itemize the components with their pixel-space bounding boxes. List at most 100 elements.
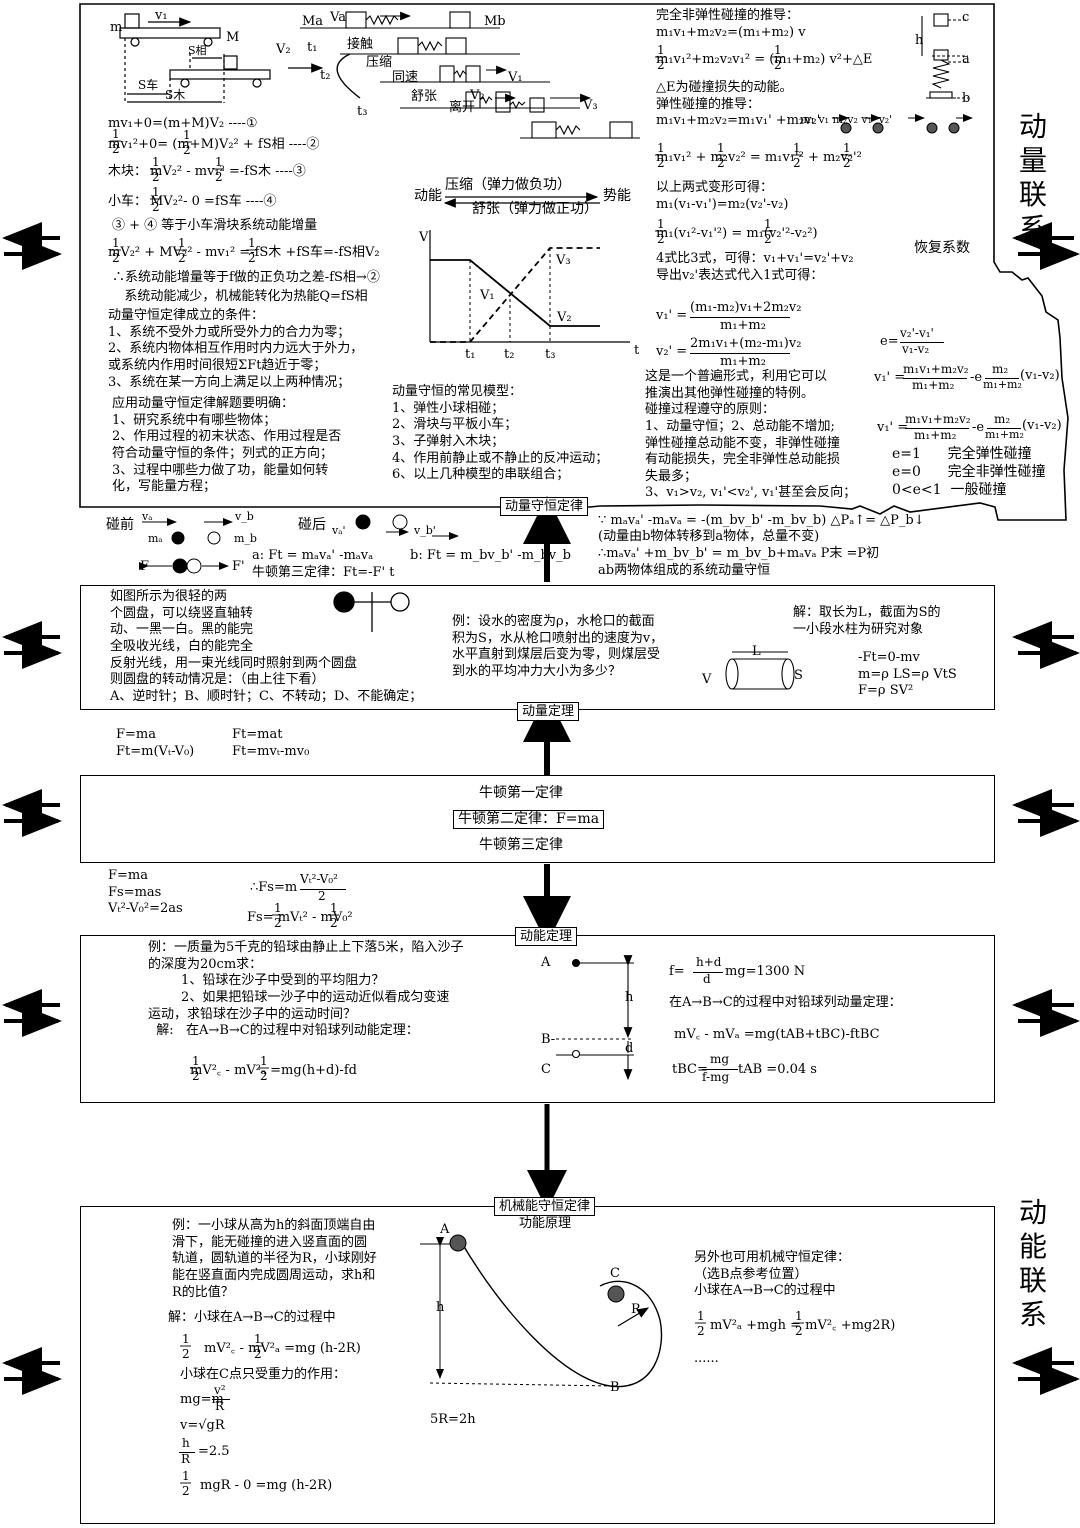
v1pe-den: m₁+m₂: [912, 378, 955, 392]
momentum-relation-4: ab两物体组成的系统动量守恒: [598, 563, 771, 578]
lower-eqs-b-den: 2: [318, 889, 326, 903]
svg-text:1: 1: [248, 236, 256, 250]
shot-C: C: [541, 1062, 551, 1077]
graph-t3: t₃: [545, 347, 556, 362]
ball-eq1: mV²꜀ - mV²ₐ =mg (h-2R): [204, 1341, 361, 1356]
shot-h: h: [625, 990, 634, 1005]
shot-t-num: mg: [710, 1052, 730, 1066]
shot-t-label: tBC=: [672, 1062, 708, 1077]
lower-eqs-c: Fs= mVₜ² - mV₀²: [247, 910, 353, 925]
lower-eqs-b: ∴Fs=m: [250, 880, 298, 895]
block-car-figure: [119, 13, 324, 103]
water-solution-eq: -Ft=0-mv m=ρ LS=ρ VtS F=ρ SV²: [858, 650, 957, 699]
water-solution: 解：取长为L，截面为S的 一小段水柱为研究对象: [793, 605, 941, 637]
svg-text:1: 1: [112, 127, 120, 141]
impulse-a: a: Ft = mₐvₐ' -mₐvₐ: [252, 548, 374, 563]
svg-text:1: 1: [843, 141, 851, 155]
svg-text:2: 2: [254, 1347, 262, 1361]
proc-Va: Va: [330, 10, 346, 25]
shot-momentum: 在A→B→C的过程中对铅球列动量定理：: [669, 995, 902, 1010]
ball-hR: =2.5: [198, 1444, 230, 1459]
frac-line: [900, 342, 944, 343]
svg-text:2: 2: [182, 1347, 190, 1361]
label-M: M: [226, 30, 240, 45]
energy-pe: 势能: [603, 188, 631, 204]
svg-text:2: 2: [774, 58, 782, 72]
disc-problem: 如图所示为很轻的两 个圆盘，可以绕竖直轴转 动、一黑一白。黑的能完 全吸收光线，…: [110, 589, 423, 704]
svg-text:1: 1: [657, 43, 665, 57]
frac-line: [690, 353, 790, 354]
force-F: F: [140, 559, 150, 574]
svg-text:2: 2: [274, 916, 282, 930]
proc-t3: t₃: [357, 104, 368, 119]
svg-text:2: 2: [178, 251, 186, 265]
svg-text:2: 2: [152, 170, 160, 184]
ball-c-only: 小球在C点只受重力的作用：: [180, 1367, 346, 1382]
collision-balls: [139, 514, 459, 574]
momentum-relation-1: ∵ mₐvₐ' -mₐvₐ = -(m_bv_b' -m_bv_b) △Pₐ↑=…: [598, 513, 925, 528]
ratio-note: 4式比3式，可得：v₁+v₁'=v₂'+v₂ 导出v₂'表达式代入1式可得：: [656, 251, 854, 283]
svg-text:1: 1: [254, 1332, 262, 1346]
graph-V2: V₂: [557, 310, 572, 325]
common-models: 动量守恒的常见模型： 1、弹性小球相碰； 2、滑块与平板小车； 3、子弹射入木块…: [392, 384, 609, 483]
v1pe-den2: m₁+m₂: [983, 378, 1022, 391]
svg-text:2: 2: [182, 1484, 190, 1498]
va-label: vₐ: [142, 510, 153, 523]
momentum-theorem-box: [80, 585, 995, 710]
label-v1: v₁: [155, 8, 168, 23]
label-momentum-theorem: 动量定理: [517, 702, 580, 721]
track-B: B: [610, 1380, 620, 1395]
svg-text:1: 1: [657, 141, 665, 155]
track-R: R: [631, 1302, 641, 1317]
vap-label: vₐ': [332, 524, 346, 537]
inelastic-energy-eq: m₁v₁²+m₂v₂v₁² = (m₁+m₂) v²+△E: [656, 52, 873, 67]
conservation-conditions: 动量守恒定律成立的条件： 1、系统不受外力或所受外力的合力为零； 2、系统内物体…: [108, 308, 364, 390]
shot-momentum-eq: mV꜀ - mVₐ =mg(tAB+tBC)-ftBC: [674, 1027, 880, 1042]
mid-eqs-b: Ft=mat Ft=mvₜ-mv₀: [232, 727, 310, 759]
ball-hR-den: R: [181, 1452, 191, 1466]
svg-text:2: 2: [795, 1324, 803, 1338]
v1pe2-tail: (v₁-v₂): [1022, 418, 1062, 433]
e-def-num: v₂'-v₁': [900, 326, 934, 340]
energy-compress: 压缩（弹力做负功）: [445, 177, 571, 193]
frac-line: [903, 378, 967, 379]
recovery-coefficient: 恢复系数: [914, 240, 970, 256]
shot-f-den: d: [703, 972, 711, 986]
v1p-den: m₁+m₂: [720, 318, 766, 333]
alt-eq: mV²ₐ +mgh = mV²꜀ +mg2R): [710, 1318, 896, 1333]
shot-problem: 例：一质量为5千克的铅球由静止上下落5米，陷入沙子 的深度为20cm求： 1、铅…: [148, 940, 464, 1039]
svg-text:1: 1: [182, 1469, 190, 1483]
before-label: 碰前: [106, 517, 134, 533]
v2p-num: 2m₁v₁+(m₂-m₁)v₂: [690, 336, 802, 351]
spring-h: h: [915, 33, 924, 48]
spring-figure: [921, 13, 968, 99]
momentum-relation-2: (动量由b物体转移到a物体，总量不变): [598, 529, 820, 544]
svg-text:1: 1: [192, 1054, 200, 1068]
force-Fp: F': [232, 559, 245, 574]
water-S: S: [794, 668, 803, 683]
v1p-num: (m₁-m₂)v₁+2m₂v₂: [690, 300, 802, 315]
transform-eq: 以上两式变形可得： m₁(v₁-v₁')=m₂(v₂'-v₂): [656, 180, 789, 212]
ball-ratio: 5R=2h: [430, 1412, 476, 1427]
eq-2: mv₁²+0= (m+M)V₂² + fS相 ----②: [108, 137, 320, 152]
energy-ke: 动能: [414, 188, 442, 204]
v1pe-mid: -e: [970, 370, 983, 385]
svg-text:1: 1: [774, 43, 782, 57]
svg-text:2: 2: [657, 232, 665, 246]
frac-line: [985, 378, 1019, 379]
v1pe2-mid: -e: [972, 420, 985, 435]
svg-text:1: 1: [182, 1332, 190, 1346]
svg-text:2: 2: [793, 156, 801, 170]
svg-text:2: 2: [260, 1069, 268, 1083]
frac-line: [693, 972, 723, 973]
transform-eq2: m₁(v₁²-v₁'²) = m₁(v₂'²-v₂²): [656, 226, 818, 241]
water-problem: 例：设水的密度为ρ，水枪口的截面 积为S，水从枪口喷射出的速度为v， 水平直射到…: [452, 614, 664, 679]
label-s-rel: S相: [188, 44, 207, 57]
graph-t2: t₂: [504, 347, 515, 362]
shot-B: B-: [541, 1032, 556, 1047]
side-label-energy: 动能联系: [1018, 1196, 1047, 1331]
v2p-label: v₂' =: [656, 344, 688, 359]
proc-V1: V₁: [508, 70, 523, 85]
svg-text:1: 1: [152, 155, 160, 169]
